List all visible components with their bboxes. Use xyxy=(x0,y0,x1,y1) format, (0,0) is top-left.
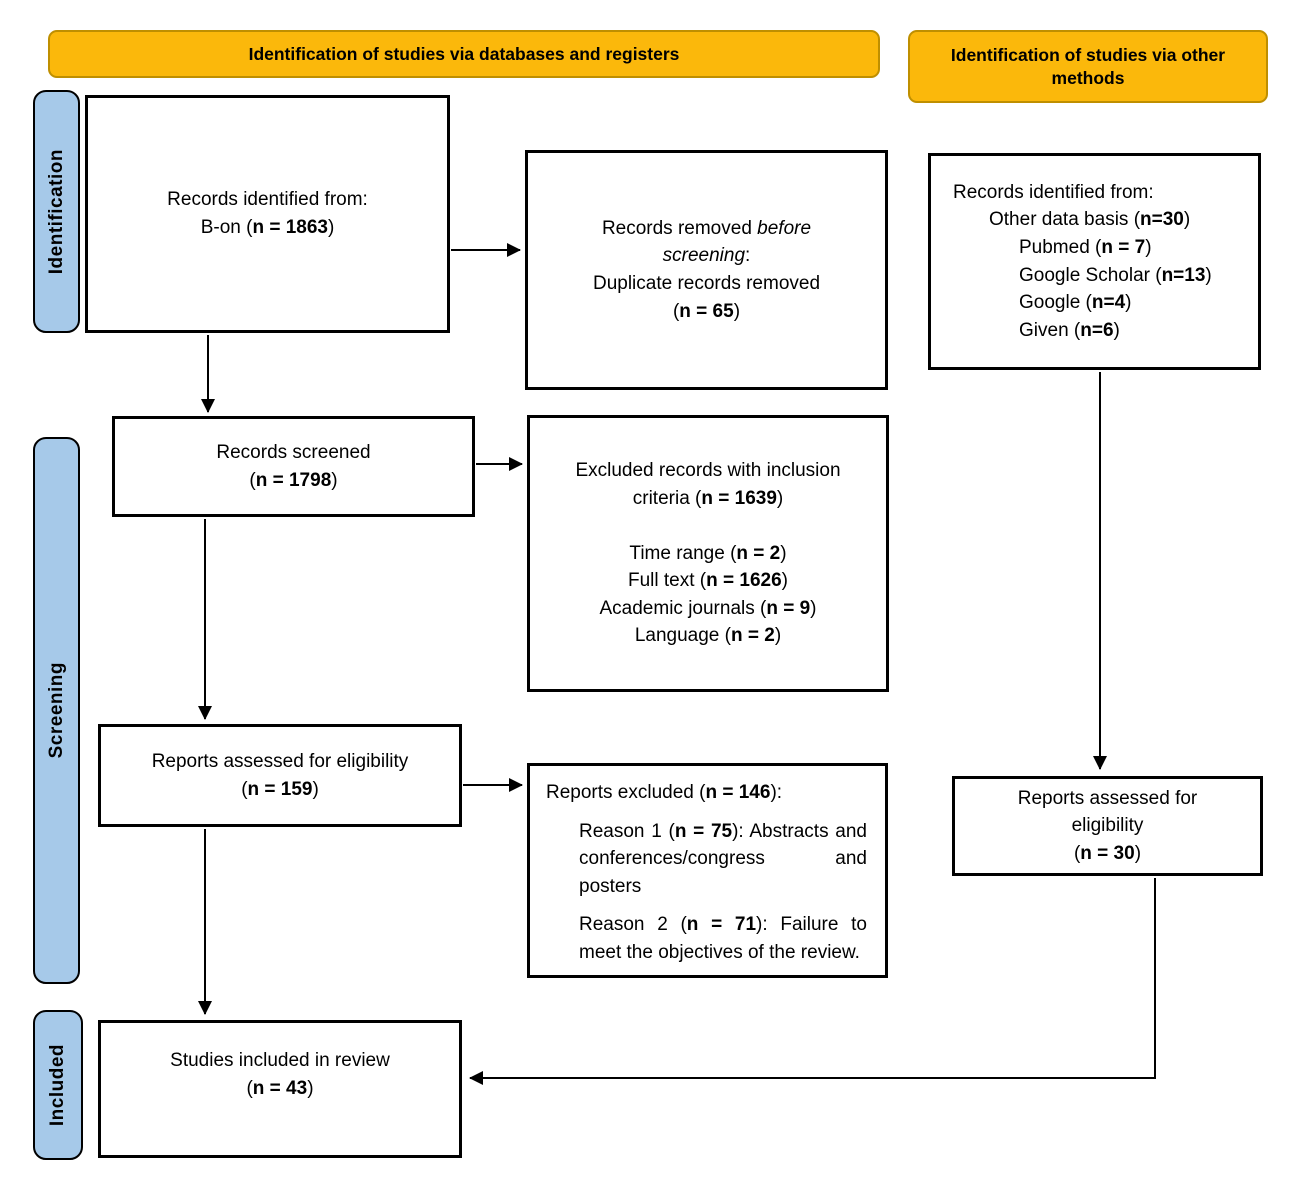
banner-databases-registers-label: Identification of studies via databases … xyxy=(248,43,680,64)
records-screened-box: Records screened(n = 1798) xyxy=(112,416,475,517)
other-records-box: Records identified from:Other data basis… xyxy=(928,153,1261,370)
records-identified-box: Records identified from:B-on (n = 1863) xyxy=(85,95,450,333)
stage-label-screening: Screening xyxy=(33,437,80,984)
arrow-other-assessed-to-included xyxy=(469,878,1156,1085)
stage-label-included: Included xyxy=(33,1010,83,1160)
banner-databases-registers: Identification of studies via databases … xyxy=(48,30,880,78)
reports-assessed-box: Reports assessed for eligibility(n = 159… xyxy=(98,724,462,827)
stage-screening-text: Screening xyxy=(45,662,67,759)
stage-label-identification: Identification xyxy=(33,90,80,333)
stage-included-text: Included xyxy=(47,1043,68,1127)
banner-other-methods-label: Identification of studies via other meth… xyxy=(950,44,1226,88)
stage-identification-text: Identification xyxy=(45,148,67,275)
banner-other-methods: Identification of studies via other meth… xyxy=(908,30,1268,103)
studies-included-box: Studies included in review(n = 43) xyxy=(98,1020,462,1158)
reports-excluded-box: Reports excluded (n = 146):Reason 1 (n =… xyxy=(527,763,888,978)
